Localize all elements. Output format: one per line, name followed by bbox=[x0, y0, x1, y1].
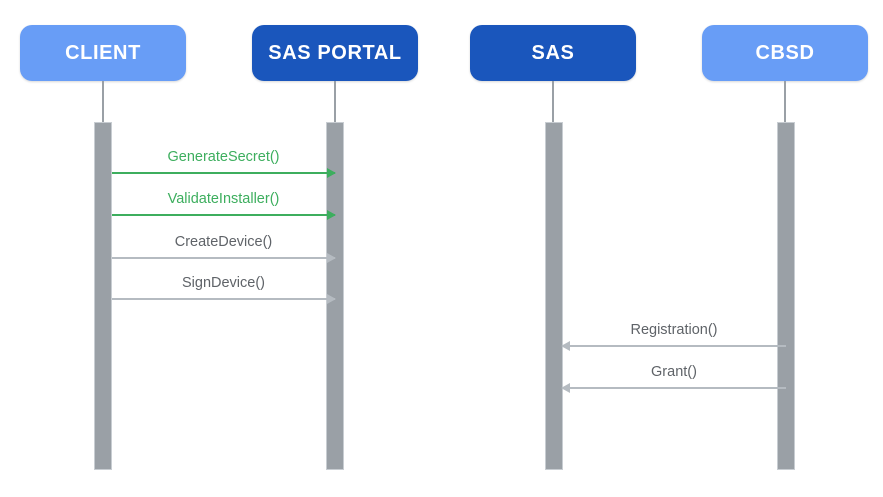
actor-box-cbsd[interactable]: CBSD bbox=[702, 25, 868, 81]
actor-box-sas-portal[interactable]: SAS PORTAL bbox=[252, 25, 418, 81]
message-label-registration: Registration() bbox=[630, 322, 718, 338]
actor-box-client[interactable]: CLIENT bbox=[20, 25, 186, 81]
arrow-head-right-icon bbox=[327, 294, 336, 304]
message-line-validate-installer bbox=[112, 214, 335, 216]
message-label-create-device: CreateDevice() bbox=[174, 234, 273, 250]
lifeline-client bbox=[102, 81, 104, 122]
activation-bar-sas bbox=[545, 122, 563, 470]
actor-box-sas[interactable]: SAS bbox=[470, 25, 636, 81]
arrow-head-right-icon bbox=[327, 168, 336, 178]
message-line-generate-secret bbox=[112, 172, 335, 174]
lifeline-sas bbox=[552, 81, 554, 122]
message-line-create-device bbox=[112, 257, 335, 259]
arrow-head-right-icon bbox=[327, 210, 336, 220]
actor-label-sas: SAS bbox=[531, 41, 575, 64]
message-label-generate-secret: GenerateSecret() bbox=[167, 149, 280, 165]
message-label-grant: Grant() bbox=[651, 364, 697, 380]
actor-label-cbsd: CBSD bbox=[755, 41, 815, 64]
actor-label-client: CLIENT bbox=[65, 41, 141, 64]
actor-label-sas-portal: SAS PORTAL bbox=[268, 41, 402, 64]
message-label-validate-installer: ValidateInstaller() bbox=[167, 191, 280, 207]
lifeline-sas-portal bbox=[334, 81, 336, 122]
activation-bar-client bbox=[94, 122, 112, 470]
message-label-sign-device: SignDevice() bbox=[182, 275, 265, 291]
arrow-head-left-icon bbox=[561, 383, 570, 393]
lifeline-cbsd bbox=[784, 81, 786, 122]
arrow-head-right-icon bbox=[327, 253, 336, 263]
message-line-grant bbox=[562, 387, 786, 389]
activation-bar-cbsd bbox=[777, 122, 795, 470]
arrow-head-left-icon bbox=[561, 341, 570, 351]
message-line-sign-device bbox=[112, 298, 335, 300]
message-line-registration bbox=[562, 345, 786, 347]
